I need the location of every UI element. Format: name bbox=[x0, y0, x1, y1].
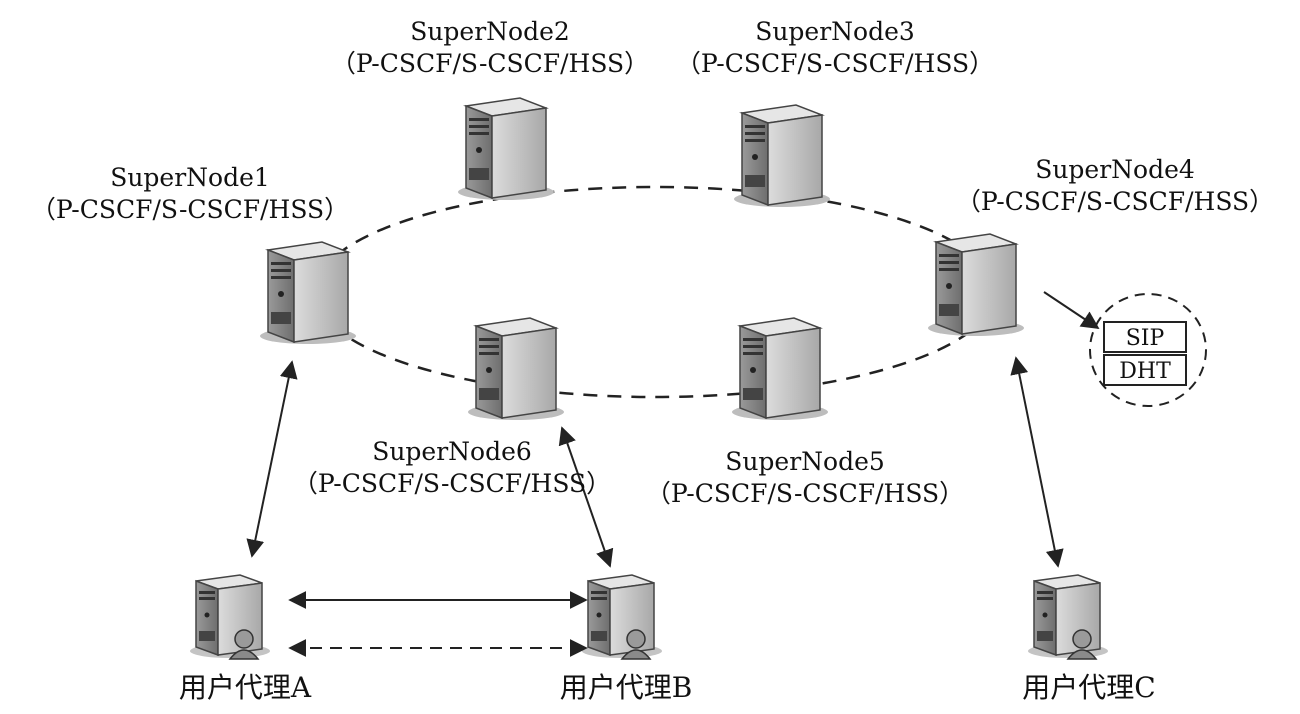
supernode5-role: （P-CSCF/S-CSCF/HSS） bbox=[645, 479, 965, 508]
dht-label: DHT bbox=[1119, 359, 1171, 384]
supernode2-name: SuperNode2 bbox=[410, 17, 570, 46]
supernode6-name: SuperNode6 bbox=[372, 437, 532, 466]
user-agent-a-icon bbox=[189, 574, 271, 660]
supernode4-role: （P-CSCF/S-CSCF/HSS） bbox=[955, 187, 1275, 216]
sip-label: SIP bbox=[1126, 326, 1165, 351]
stack-dashed-circle bbox=[1089, 293, 1207, 407]
supernode1-server-icon bbox=[259, 241, 357, 345]
supernode5-label: SuperNode5 （P-CSCF/S-CSCF/HSS） bbox=[646, 446, 964, 510]
user-agent-b-label: 用户代理B bbox=[559, 671, 693, 704]
supernode3-server-icon bbox=[733, 104, 831, 208]
supernode1-name: SuperNode1 bbox=[110, 163, 270, 192]
user-agent-b-icon bbox=[581, 574, 663, 660]
dht-box bbox=[1103, 354, 1187, 386]
supernode2-label: SuperNode2 （P-CSCF/S-CSCF/HSS） bbox=[331, 16, 649, 80]
supernode6-server-icon bbox=[467, 317, 565, 421]
supernode3-role: （P-CSCF/S-CSCF/HSS） bbox=[675, 49, 995, 78]
supernode1-label: SuperNode1 （P-CSCF/S-CSCF/HSS） bbox=[31, 162, 349, 226]
arrow-supernode1-ua-a bbox=[246, 360, 298, 558]
user-agent-c-label: 用户代理C bbox=[1022, 671, 1156, 704]
supernode2-role: （P-CSCF/S-CSCF/HSS） bbox=[330, 49, 650, 78]
stack-pointer-arrow bbox=[1043, 291, 1100, 329]
supernode-ring bbox=[313, 185, 997, 399]
supernode2-server-icon bbox=[457, 97, 555, 201]
supernode4-label: SuperNode4 （P-CSCF/S-CSCF/HSS） bbox=[956, 154, 1274, 218]
supernode1-role: （P-CSCF/S-CSCF/HSS） bbox=[30, 195, 350, 224]
supernode6-label: SuperNode6 （P-CSCF/S-CSCF/HSS） bbox=[293, 436, 611, 500]
supernode6-role: （P-CSCF/S-CSCF/HSS） bbox=[292, 469, 612, 498]
supernode3-label: SuperNode3 （P-CSCF/S-CSCF/HSS） bbox=[676, 16, 994, 80]
supernode5-server-icon bbox=[731, 317, 829, 421]
user-agent-a-label: 用户代理A bbox=[178, 671, 312, 704]
supernode4-name: SuperNode4 bbox=[1035, 155, 1195, 184]
sip-box bbox=[1103, 321, 1187, 353]
user-agent-c-icon bbox=[1027, 574, 1109, 660]
arrow-supernode6-ua-b bbox=[558, 426, 614, 568]
supernode4-server-icon bbox=[927, 233, 1025, 337]
supernode5-name: SuperNode5 bbox=[725, 447, 885, 476]
arrow-supernode4-ua-c bbox=[1010, 356, 1064, 568]
supernode3-name: SuperNode3 bbox=[755, 17, 915, 46]
